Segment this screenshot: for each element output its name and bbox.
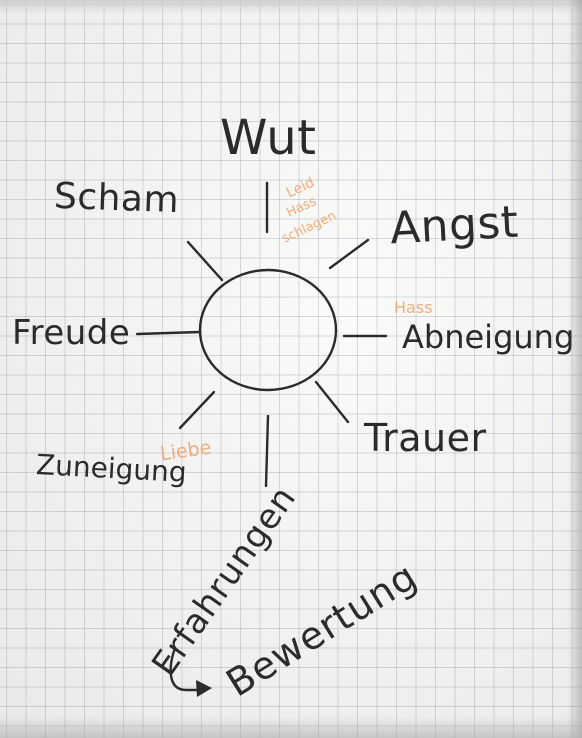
ray-top-left bbox=[186, 240, 224, 282]
paper-bottom-shadow bbox=[0, 716, 582, 738]
hook-arrow bbox=[169, 646, 205, 692]
emotion-trauer: Trauer bbox=[364, 416, 487, 460]
ray-bottom-left bbox=[178, 390, 216, 430]
ray-top-right bbox=[328, 238, 370, 270]
ray-bottom bbox=[264, 414, 270, 488]
emotion-scham: Scham bbox=[53, 175, 180, 222]
emotion-abneigung: Abneigung bbox=[402, 318, 575, 356]
paper-top-edge bbox=[0, 0, 582, 14]
paper-right-shadow bbox=[568, 0, 582, 738]
ray-bottom-right bbox=[314, 380, 350, 424]
emotion-freude: Freude bbox=[12, 313, 131, 353]
sun-circle bbox=[198, 268, 338, 392]
arrow-head bbox=[196, 680, 212, 697]
ray-left bbox=[135, 330, 202, 336]
note-hass-abneigung: Hass bbox=[394, 298, 433, 317]
emotion-angst: Angst bbox=[388, 196, 520, 255]
emotion-wut: Wut bbox=[220, 110, 317, 166]
